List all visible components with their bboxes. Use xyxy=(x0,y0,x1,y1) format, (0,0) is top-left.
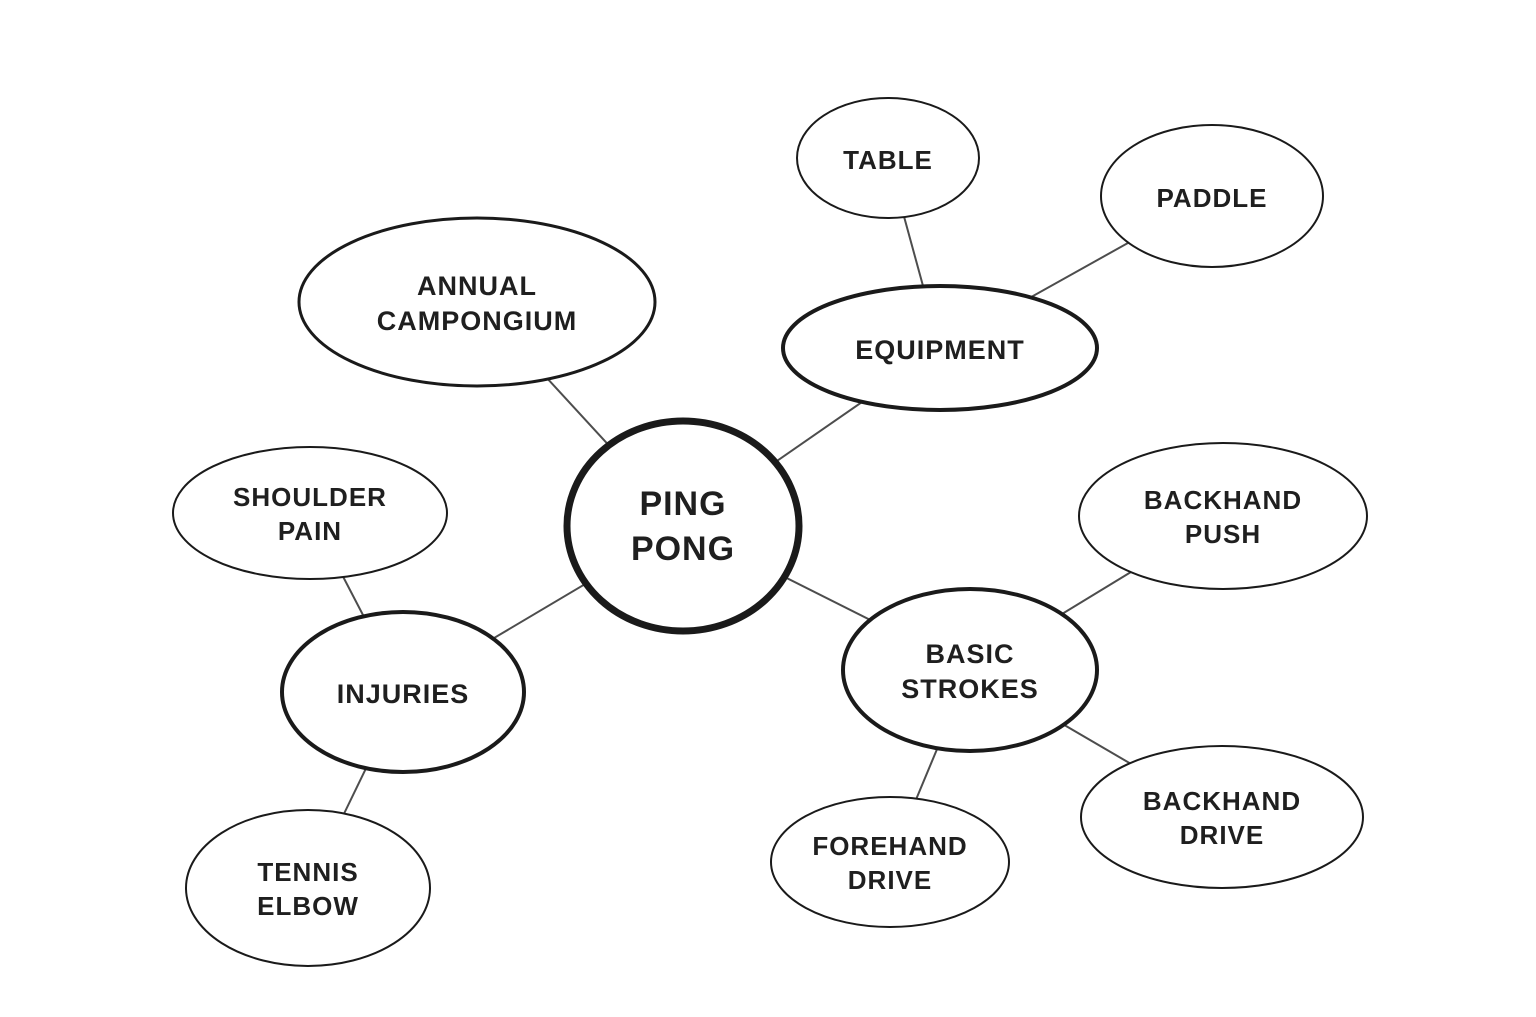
node-backhand-drive-label-line2: DRIVE xyxy=(1180,820,1264,850)
node-equipment-label: EQUIPMENT xyxy=(855,335,1025,365)
node-backhand-push-label-line2: PUSH xyxy=(1185,519,1261,549)
node-shoulder-pain-ellipse xyxy=(172,446,448,580)
node-paddle[interactable]: PADDLE xyxy=(1100,124,1324,268)
node-backhand-drive[interactable]: BACKHAND DRIVE xyxy=(1080,745,1364,889)
node-shoulder-pain-label-line1: SHOULDER xyxy=(233,482,387,512)
node-forehand-drive[interactable]: FOREHAND DRIVE xyxy=(770,796,1010,928)
node-basic-strokes-label-line1: BASIC xyxy=(925,639,1014,669)
node-paddle-ellipse xyxy=(1100,124,1324,268)
node-backhand-push-label-line1: BACKHAND xyxy=(1144,485,1302,515)
node-equipment[interactable]: EQUIPMENT xyxy=(781,284,1099,412)
node-basic-strokes-label-line2: STROKES xyxy=(901,674,1039,704)
node-backhand-push-ellipse xyxy=(1078,442,1368,590)
node-tennis-elbow[interactable]: TENNIS ELBOW xyxy=(185,809,431,967)
node-backhand-drive-ellipse xyxy=(1080,745,1364,889)
node-tennis-elbow-label-line1: TENNIS xyxy=(257,857,358,887)
node-annual-campongium-label-line2: CAMPONGIUM xyxy=(377,306,578,336)
node-backhand-push[interactable]: BACKHAND PUSH xyxy=(1078,442,1368,590)
node-forehand-drive-label-line1: FOREHAND xyxy=(812,831,967,861)
node-table[interactable]: TABLE xyxy=(796,97,980,219)
node-paddle-label: PADDLE xyxy=(1157,183,1268,213)
node-equipment-ellipse xyxy=(781,284,1099,412)
node-table-label: TABLE xyxy=(843,145,933,175)
node-basic-strokes-ellipse xyxy=(841,587,1099,753)
node-shoulder-pain-label-line2: PAIN xyxy=(278,516,342,546)
node-forehand-drive-ellipse xyxy=(770,796,1010,928)
node-forehand-drive-label-line2: DRIVE xyxy=(848,865,932,895)
node-ping-pong-circle xyxy=(563,417,803,635)
node-shoulder-pain[interactable]: SHOULDER PAIN xyxy=(172,446,448,580)
node-layer: TABLE PADDLE ANNUAL CAMPONGIUM EQUIPMENT… xyxy=(172,97,1368,967)
node-annual-campongium-label-line1: ANNUAL xyxy=(417,271,537,301)
node-table-ellipse xyxy=(796,97,980,219)
node-ping-pong-label-line1: PING xyxy=(639,485,726,523)
node-annual-campongium-ellipse xyxy=(297,216,657,388)
node-injuries[interactable]: INJURIES xyxy=(280,610,526,774)
node-ping-pong[interactable]: PING PONG xyxy=(563,417,803,635)
node-backhand-drive-label-line1: BACKHAND xyxy=(1143,786,1301,816)
node-annual-campongium[interactable]: ANNUAL CAMPONGIUM xyxy=(297,216,657,388)
node-ping-pong-label-line2: PONG xyxy=(631,530,735,568)
node-tennis-elbow-label-line2: ELBOW xyxy=(257,891,359,921)
node-tennis-elbow-ellipse xyxy=(185,809,431,967)
node-injuries-label: INJURIES xyxy=(337,679,470,709)
node-basic-strokes[interactable]: BASIC STROKES xyxy=(841,587,1099,753)
node-injuries-ellipse xyxy=(280,610,526,774)
